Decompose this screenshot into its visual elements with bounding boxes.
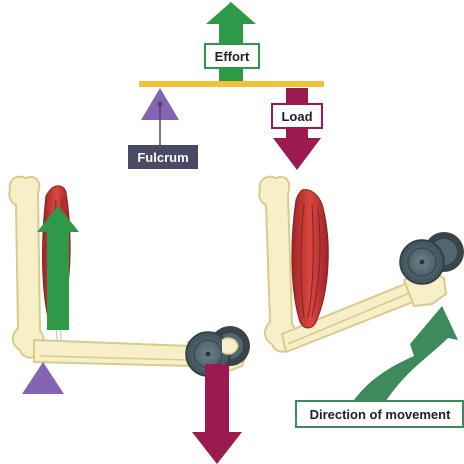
load-label: Load (281, 109, 312, 124)
lever-beam (139, 81, 324, 87)
effort-arrow (206, 2, 256, 82)
direction-label: Direction of movement (310, 407, 452, 422)
fulcrum-leader-dot (157, 101, 163, 107)
effort-label-box (204, 43, 260, 69)
direction-label-box (295, 400, 464, 428)
right-humerus-bone (258, 175, 297, 353)
direction-of-movement-arrow (346, 306, 458, 414)
right-dumbbell (399, 232, 464, 285)
left-arm (8, 175, 250, 464)
left-forearm-bone (33, 338, 196, 368)
left-load-arrow (192, 364, 242, 464)
right-forearm-divider (287, 291, 413, 345)
left-effort-arrow (37, 206, 79, 330)
fulcrum-label: Fulcrum (137, 150, 188, 165)
lever-schematic: Effort Fulcrum Load (128, 2, 324, 170)
load-label-box (271, 103, 323, 129)
left-fulcrum-triangle (22, 362, 64, 394)
left-fingers (221, 337, 239, 355)
right-arm: Direction of movement (258, 175, 464, 428)
right-muscle-fibres (300, 203, 321, 319)
fulcrum-label-box (128, 145, 198, 169)
left-forearm-divider (39, 355, 189, 361)
effort-label: Effort (215, 49, 250, 64)
left-humerus-bone (8, 175, 45, 359)
